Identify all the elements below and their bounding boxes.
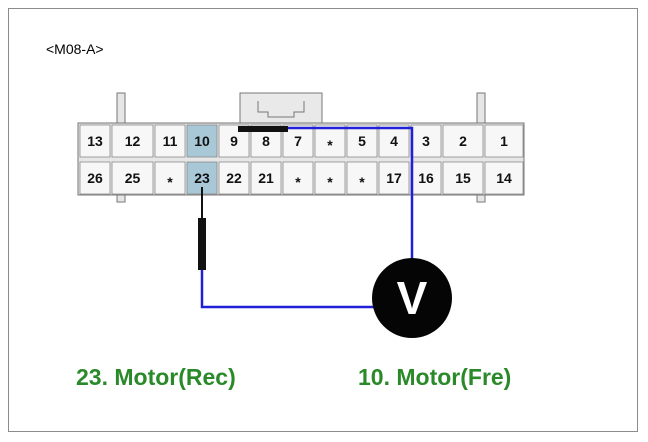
pin-cell <box>218 161 250 195</box>
pin-cell <box>79 124 111 158</box>
pin-cell <box>111 161 154 195</box>
pin-cell <box>378 161 410 195</box>
pin-label: 17 <box>386 170 402 186</box>
pin-cell <box>154 161 186 195</box>
pin-cell <box>79 161 111 195</box>
pin-label: * <box>359 174 365 190</box>
test-probe-pin-10 <box>238 126 288 132</box>
pin-cell <box>442 161 484 195</box>
connector-post-right <box>476 92 486 124</box>
pin-cell <box>314 124 346 158</box>
pin-cell <box>346 124 378 158</box>
pin-label: 1 <box>500 133 508 149</box>
pin-label: 21 <box>258 170 274 186</box>
pin-cell <box>250 161 282 195</box>
pin-label: 23 <box>194 170 210 186</box>
connector-id-label: <M08-A> <box>46 41 104 57</box>
diagram-frame <box>8 8 638 432</box>
pin-cell <box>346 161 378 195</box>
pin-label: 3 <box>422 133 430 149</box>
connector-latch <box>239 92 323 124</box>
connector-post-left <box>116 92 126 124</box>
pin-label: 9 <box>230 133 238 149</box>
pin-cell <box>484 124 524 158</box>
pin-label: 10 <box>194 133 210 149</box>
pin-cell <box>378 124 410 158</box>
pin-label: 7 <box>294 133 302 149</box>
pin-label: 15 <box>455 170 471 186</box>
pin-label: * <box>327 137 333 153</box>
pin-label: 22 <box>226 170 242 186</box>
pin-label: 5 <box>358 133 366 149</box>
pin-label: 11 <box>163 133 178 149</box>
pin-cell <box>154 124 186 158</box>
pin-label: 14 <box>496 170 512 186</box>
pin-label: * <box>295 174 301 190</box>
pin-label: 25 <box>125 170 141 186</box>
wire-to-pin-23 <box>200 270 374 309</box>
pin-label: * <box>327 174 333 190</box>
pin-cell <box>282 161 314 195</box>
caption-pin-10: 10. Motor(Fre) <box>358 364 512 390</box>
pin-cell <box>186 124 218 158</box>
wire-to-pin-10 <box>288 126 414 266</box>
caption-pin-23: 23. Motor(Rec) <box>76 364 236 390</box>
pin-cell <box>442 124 484 158</box>
pin-label: 12 <box>125 133 141 149</box>
voltmeter-symbol: V <box>397 272 428 324</box>
pin-label: * <box>167 174 173 190</box>
pin-label: 2 <box>459 133 467 149</box>
connector-latch-slot <box>257 101 305 118</box>
test-probe <box>198 218 206 270</box>
pin-label: 8 <box>262 133 270 149</box>
pin-label: 13 <box>87 133 103 149</box>
pin-label: 16 <box>418 170 434 186</box>
pin-cell <box>314 161 346 195</box>
pin-cell <box>484 161 524 195</box>
pin-label: 4 <box>390 133 398 149</box>
pin-label: 26 <box>87 170 103 186</box>
pin-cell <box>111 124 154 158</box>
voltmeter-icon <box>372 258 452 338</box>
